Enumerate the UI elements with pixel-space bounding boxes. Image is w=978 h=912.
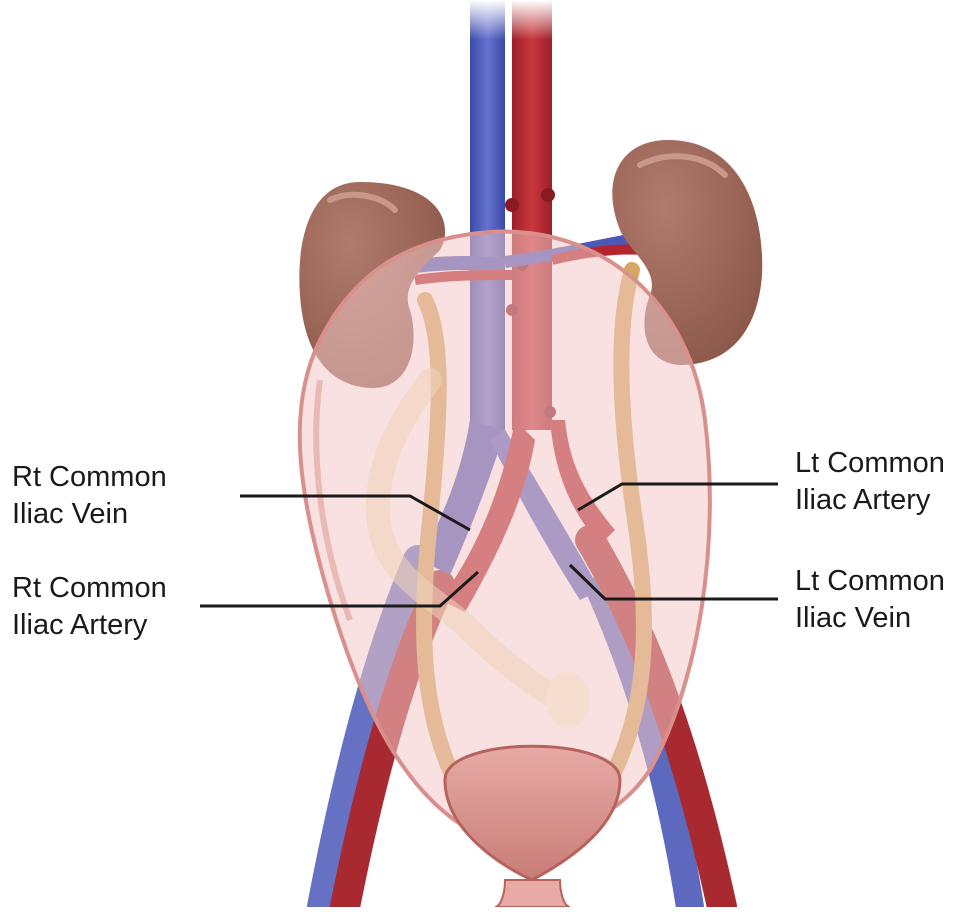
label-line2: Iliac Vein xyxy=(12,498,128,530)
label-line2: Iliac Artery xyxy=(795,484,931,516)
bladder-icon xyxy=(445,746,620,907)
label-rt-common-iliac-artery: Rt Common Iliac Artery xyxy=(12,572,167,641)
label-line1: Lt Common xyxy=(795,447,945,479)
label-line1: Rt Common xyxy=(12,461,167,493)
label-line2: Iliac Artery xyxy=(12,609,148,641)
label-line2: Iliac Vein xyxy=(795,602,911,634)
label-line1: Rt Common xyxy=(12,572,167,604)
label-lt-common-iliac-vein: Lt Common Iliac Vein xyxy=(795,565,945,634)
label-line1: Lt Common xyxy=(795,565,945,597)
label-rt-common-iliac-vein: Rt Common Iliac Vein xyxy=(12,461,167,530)
label-lt-common-iliac-artery: Lt Common Iliac Artery xyxy=(795,447,945,516)
